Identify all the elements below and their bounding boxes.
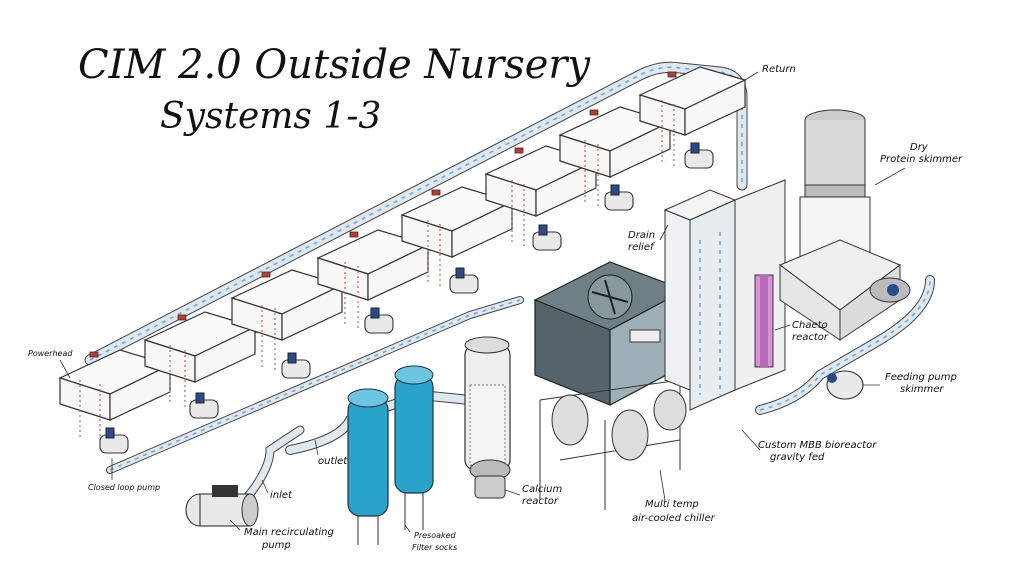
label-main-pump-2: pump: [261, 540, 291, 551]
label-chaeto-1: Chaeto: [792, 320, 828, 331]
feeding-pump-skimmer: [755, 275, 935, 415]
label-chiller-1: Multi temp: [645, 499, 699, 510]
label-calcium-2: reactor: [522, 496, 559, 507]
label-filter-socks-2: Filter socks: [412, 543, 457, 552]
filter-sock-housings: [285, 365, 475, 545]
tank-row: [58, 66, 747, 445]
tank-5: [400, 186, 514, 288]
closed-loop-pump-3: [281, 352, 311, 379]
closed-loop-pump-1: [99, 427, 129, 454]
main-recirculating-pump: [185, 425, 305, 527]
tank-4: [316, 229, 430, 328]
label-dry-skimmer-2: Protein skimmer: [880, 154, 963, 165]
closed-loop-pumps: [99, 142, 714, 454]
pointer-lines: [59, 71, 906, 533]
label-filter-socks-1: Presoaked: [414, 531, 457, 540]
closed-loop-pump-4: [364, 307, 394, 334]
calcium-reactor: [464, 336, 511, 499]
label-return: Return: [762, 64, 796, 75]
tank-1: [58, 349, 172, 445]
title-line-1: CIM 2.0 Outside Nursery: [78, 42, 592, 88]
label-feeding-pump-2: skimmer: [900, 384, 944, 395]
label-chaeto-2: reactor: [792, 332, 829, 343]
closed-loop-pump-7: [604, 184, 634, 211]
closed-loop-pump-6: [532, 224, 562, 251]
label-drain-relief-1: Drain: [628, 230, 655, 241]
mbb-bioreactor: [663, 179, 786, 411]
supply-pipe: [106, 296, 524, 474]
tank-8: [638, 66, 747, 168]
label-inlet: inlet: [270, 490, 293, 501]
valves: [89, 71, 677, 358]
dry-protein-skimmer: [779, 109, 911, 341]
label-chiller-2: air-cooled chiller: [632, 513, 716, 524]
label-mbb-1: Custom MBB bioreactor: [758, 440, 877, 451]
label-closed-loop-pump: Closed loop pump: [88, 483, 160, 492]
closed-loop-pump-2: [189, 392, 219, 419]
label-feeding-pump-1: Feeding pump: [885, 372, 957, 383]
closed-loop-pump-8: [684, 142, 714, 169]
label-dry-skimmer-1: Dry: [910, 142, 929, 153]
title-line-2: Systems 1-3: [160, 96, 381, 137]
label-calcium-1: Calcium: [522, 484, 563, 495]
air-cooled-chiller: [533, 261, 687, 510]
label-mbb-2: gravity fed: [770, 452, 825, 463]
label-outlet: outlet: [318, 456, 348, 467]
label-main-pump-1: Main recirculating: [244, 527, 334, 538]
label-drain-relief-2: relief: [628, 242, 655, 253]
label-powerhead: Powerhead: [28, 349, 73, 358]
closed-loop-pump-5: [449, 267, 479, 294]
